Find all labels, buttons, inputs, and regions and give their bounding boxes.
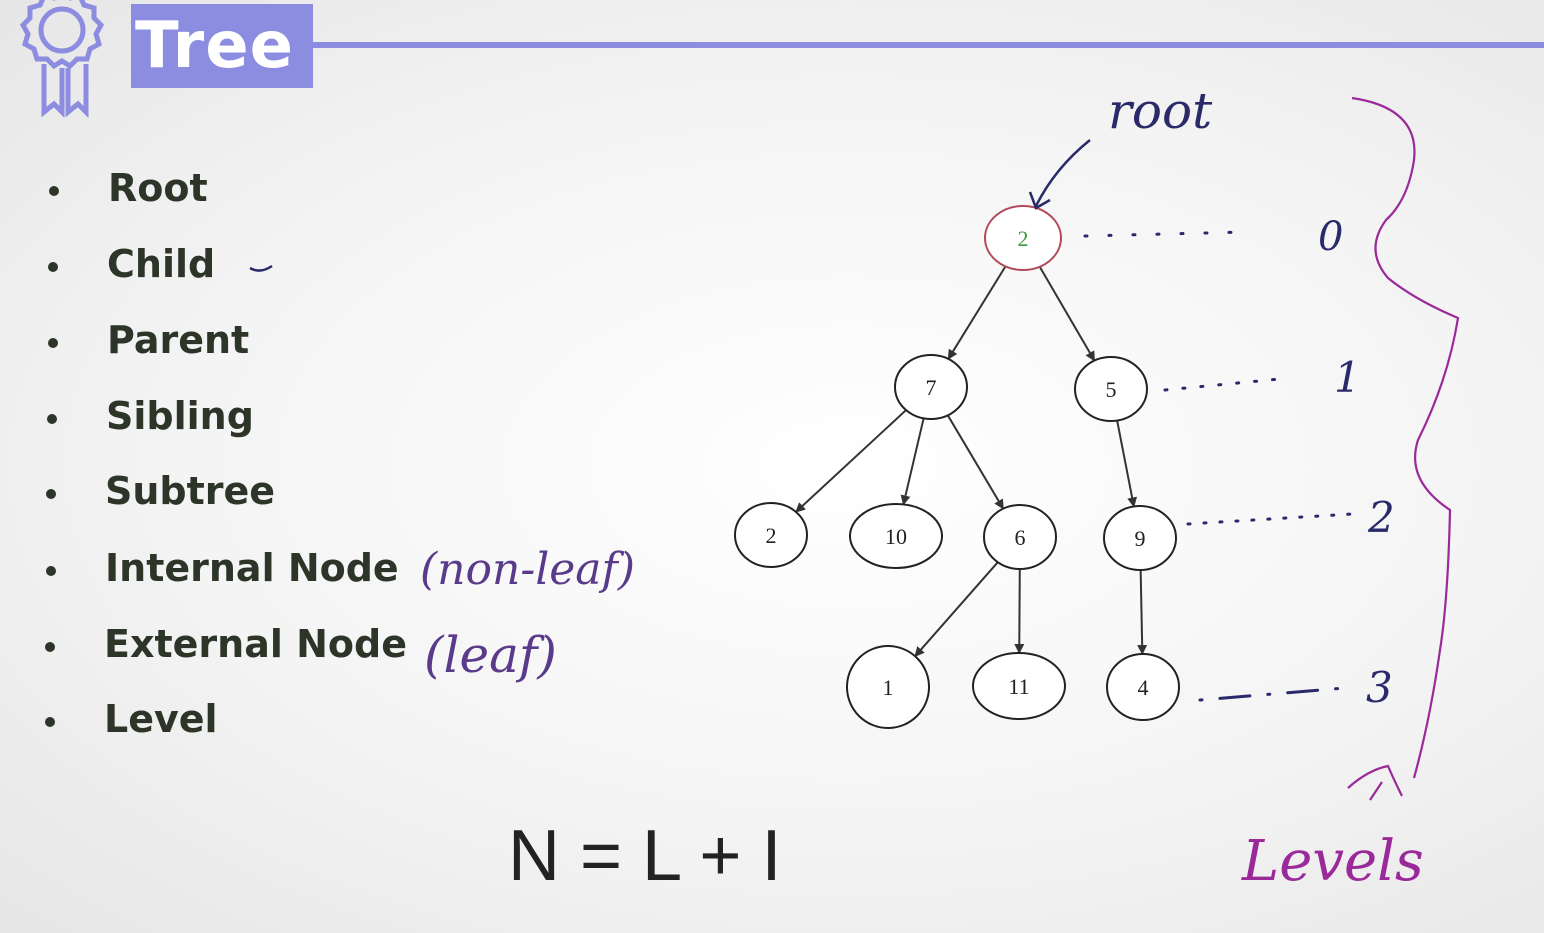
levels-pointer-arrow — [1347, 764, 1403, 801]
node-label: 2 — [1018, 226, 1029, 251]
level-number-2: 2 — [1367, 493, 1395, 542]
tree-edge — [1014, 568, 1025, 655]
node-label: 9 — [1135, 526, 1146, 551]
tree-edge — [1116, 420, 1138, 508]
node-label: 2 — [766, 523, 777, 548]
bullet-item: Child — [48, 242, 216, 292]
title-rule — [313, 42, 1544, 48]
node-circle — [846, 645, 930, 729]
node-label: 6 — [1015, 525, 1026, 550]
node-circle — [894, 354, 968, 420]
tree-edge — [795, 409, 907, 513]
bullet-item: External Node — [45, 622, 407, 672]
bullet-item: Subtree — [46, 469, 276, 519]
bullet-dot — [45, 717, 55, 727]
bullet-item: Sibling — [47, 394, 254, 444]
node-label: 4 — [1138, 675, 1149, 700]
bullet-dot — [46, 566, 56, 576]
ribbon-award-icon — [19, 0, 105, 119]
level-leader-2 — [1186, 512, 1354, 526]
node-label: 7 — [926, 375, 937, 400]
level-leader-1 — [1163, 376, 1292, 392]
slide-title: Tree — [131, 4, 313, 88]
bullet-label: Child — [107, 242, 216, 286]
node-circle — [984, 205, 1062, 271]
bullet-item: Level — [45, 697, 218, 747]
bullet-label: External Node — [104, 622, 407, 666]
node-label: 11 — [1008, 674, 1029, 699]
levels-label: Levels — [1241, 829, 1424, 894]
bullet-label: Internal Node — [105, 546, 399, 590]
node-circle — [972, 652, 1066, 720]
node-circle — [1103, 505, 1177, 571]
root-label: root — [1108, 82, 1213, 140]
node-circle — [849, 503, 943, 569]
tree-root-node: 2 — [984, 205, 1062, 271]
tree-node: 5 — [1074, 356, 1148, 422]
tree-edge — [1137, 569, 1148, 656]
bullet-dot — [46, 489, 56, 499]
tree-edge — [900, 418, 925, 506]
bullet-label: Subtree — [105, 469, 276, 513]
node-circle — [734, 502, 808, 568]
bullet-label: Root — [108, 166, 208, 210]
tree-edge — [914, 561, 999, 657]
node-circle — [983, 504, 1057, 570]
levels-brace — [1351, 96, 1460, 779]
bullet-label: Parent — [107, 318, 250, 362]
root-pointer-arrowhead — [1028, 191, 1051, 210]
node-label: 1 — [883, 675, 894, 700]
tree-node: 10 — [849, 503, 943, 569]
formula: N = L + I — [508, 816, 781, 896]
bullet-label: Level — [104, 697, 218, 741]
tree-edge — [946, 414, 1005, 510]
bullet-item: Parent — [48, 318, 250, 368]
tree-node: 7 — [894, 354, 968, 420]
root-pointer-arrow — [1034, 139, 1091, 207]
bullet-item: Internal Node — [46, 546, 399, 596]
tree-edge — [947, 265, 1007, 360]
tree-node: 2 — [734, 502, 808, 568]
child-tick-mark — [249, 264, 273, 272]
node-circle — [1074, 356, 1148, 422]
node-circle — [1106, 653, 1180, 721]
tree-node: 1 — [846, 645, 930, 729]
bullet-label: Sibling — [106, 394, 254, 438]
bullet-dot — [48, 262, 58, 272]
tree-node: 4 — [1106, 653, 1180, 721]
level-leader-0 — [1083, 230, 1247, 238]
tree-node: 9 — [1103, 505, 1177, 571]
tree-node: 6 — [983, 504, 1057, 570]
level-number-0: 0 — [1318, 214, 1343, 260]
internal-node-annotation: (non-leaf) — [420, 544, 635, 595]
node-label: 10 — [885, 524, 907, 549]
tree-edge — [1038, 266, 1096, 362]
external-node-annotation: (leaf) — [424, 626, 557, 684]
bullet-dot — [47, 414, 57, 424]
tree-node: 11 — [972, 652, 1066, 720]
level-number-3: 3 — [1366, 663, 1393, 712]
bullet-dot — [45, 642, 55, 652]
bullet-item: Root — [49, 166, 208, 216]
bullet-dot — [49, 186, 59, 196]
level-number-1: 1 — [1334, 353, 1361, 402]
node-label: 5 — [1106, 377, 1117, 402]
bullet-dot — [48, 338, 58, 348]
level-leader-3 — [1198, 686, 1347, 702]
